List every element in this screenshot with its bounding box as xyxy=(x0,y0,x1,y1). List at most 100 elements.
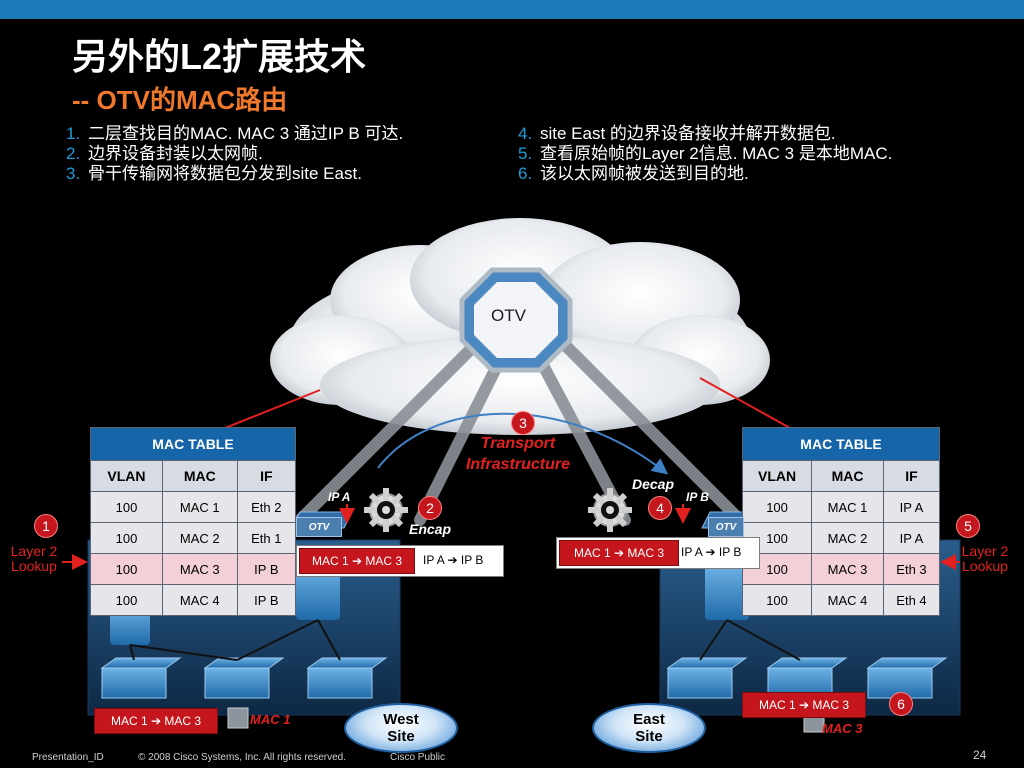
west-site-badge: West Site xyxy=(344,703,458,753)
decap-label: Decap xyxy=(632,476,675,492)
step-badge-1: 1 xyxy=(34,514,58,538)
cell: MAC 1 xyxy=(161,491,238,523)
encap-gear-icon xyxy=(364,488,408,532)
col-if: IF xyxy=(882,460,941,492)
host-server-icon xyxy=(227,707,825,733)
mac-table-title: MAC TABLE xyxy=(742,427,940,461)
step-item: 5. 查看原始帧的Layer 2信息. MAC 3 是本地MAC. xyxy=(518,144,958,164)
step-number: 2. xyxy=(66,144,81,163)
step-text: 边界设备封装以太网帧. xyxy=(88,144,263,163)
west-site-label: West Site xyxy=(383,711,419,745)
mac-table-title: MAC TABLE xyxy=(90,427,296,461)
otv-tunnels xyxy=(294,329,746,526)
step-badge-5: 5 xyxy=(956,514,980,538)
cell: 100 xyxy=(741,491,813,523)
outer-header-label: IP A ➔ IP B xyxy=(423,553,484,567)
step-text: site East 的边界设备接收并解开数据包. xyxy=(540,124,836,143)
core-red-links xyxy=(219,377,791,431)
step-item: 3. 骨干传输网将数据包分发到site East. xyxy=(66,164,466,184)
step-badge-2: 2 xyxy=(418,496,442,520)
cell: IP B xyxy=(236,553,297,585)
transport-arrow xyxy=(377,412,669,475)
step-badge-4: 4 xyxy=(648,496,672,520)
cell: MAC 2 xyxy=(811,522,884,554)
page-number: 24 xyxy=(973,748,987,762)
cell: 100 xyxy=(90,553,163,585)
otv-hub-icon xyxy=(459,267,573,373)
col-mac: MAC xyxy=(811,460,884,492)
step-item: 2. 边界设备封装以太网帧. xyxy=(66,144,466,164)
cell: 100 xyxy=(90,522,163,554)
decap-gear-icon xyxy=(588,488,632,532)
cell: Eth 3 xyxy=(882,553,941,585)
cloud-label: OTV xyxy=(491,306,526,325)
step-item: 6. 该以太网帧被发送到目的地. xyxy=(518,164,958,184)
step-text: 骨干传输网将数据包分发到site East. xyxy=(88,164,362,183)
cell: Eth 1 xyxy=(236,522,297,554)
mac3-host-label: MAC 3 xyxy=(822,721,863,736)
transport-cloud xyxy=(270,218,770,435)
col-mac: MAC xyxy=(161,460,238,492)
col-vlan: VLAN xyxy=(741,460,813,492)
cell: 100 xyxy=(90,491,163,523)
transport-label: Transport Infrastructure xyxy=(465,435,571,473)
step-text: 二层查找目的MAC. MAC 3 通过IP B 可达. xyxy=(88,124,404,143)
inner-frame-label: MAC 1 ➔ MAC 3 xyxy=(299,548,415,574)
step-text: 查看原始帧的Layer 2信息. MAC 3 是本地MAC. xyxy=(540,144,893,163)
cell: MAC 2 xyxy=(161,522,238,554)
step-item: 1. 二层查找目的MAC. MAC 3 通过IP B 可达. xyxy=(66,124,466,144)
cell: MAC 3 xyxy=(811,553,884,585)
step-number: 3. xyxy=(66,164,81,183)
cell: Eth 2 xyxy=(236,491,297,523)
cell: IP A xyxy=(882,522,941,554)
cell: MAC 1 xyxy=(811,491,884,523)
steps-left: 1. 二层查找目的MAC. MAC 3 通过IP B 可达. 2. 边界设备封装以太… xyxy=(66,124,466,184)
slide-subtitle: -- OTV的MAC路由 xyxy=(72,85,288,115)
cell: IP B xyxy=(236,584,297,616)
step-text: 该以太网帧被发送到目的地. xyxy=(540,164,749,183)
cell: IP A xyxy=(882,491,941,523)
otv-tag-east: OTV xyxy=(708,517,744,537)
footer-copyright: © 2008 Cisco Systems, Inc. All rights re… xyxy=(138,752,347,763)
step-number: 1. xyxy=(66,124,81,143)
top-accent-bar xyxy=(0,0,1024,19)
cell: 100 xyxy=(741,584,813,616)
east-site-badge: East Site xyxy=(592,703,706,753)
cell: Eth 4 xyxy=(882,584,941,616)
frame-at-west-host: MAC 1 ➔ MAC 3 xyxy=(94,708,218,734)
cell: MAC 4 xyxy=(811,584,884,616)
col-vlan: VLAN xyxy=(90,460,163,492)
cell: MAC 4 xyxy=(161,584,238,616)
otv-tag-west: OTV xyxy=(296,517,342,537)
encap-frame-east: MAC 1 ➔ MAC 3 IP A ➔ IP B xyxy=(556,537,760,569)
outer-header-label: IP A ➔ IP B xyxy=(681,545,742,559)
east-site-label: East Site xyxy=(633,711,665,745)
step-number: 4. xyxy=(518,124,533,143)
inner-frame-label: MAC 1 ➔ MAC 3 xyxy=(559,540,679,566)
encap-frame-west: MAC 1 ➔ MAC 3 IP A ➔ IP B xyxy=(296,545,504,577)
encap-label: Encap xyxy=(409,521,452,537)
step-number: 6. xyxy=(518,164,533,183)
slide-title: 另外的L2扩展技术 xyxy=(72,36,367,77)
footer-presentation-id: Presentation_ID xyxy=(32,752,104,763)
cell: 100 xyxy=(741,553,813,585)
mac1-host-label: MAC 1 xyxy=(250,712,291,727)
layer2-lookup-west: Layer 2 Lookup xyxy=(10,543,58,574)
steps-right: 4. site East 的边界设备接收并解开数据包. 5. 查看原始帧的Layer… xyxy=(518,124,958,184)
step-number: 5. xyxy=(518,144,533,163)
cell: 100 xyxy=(90,584,163,616)
layer2-lookup-east: Layer 2 Lookup xyxy=(961,543,1009,574)
ip-b-label: IP B xyxy=(686,490,709,504)
ip-a-label: IP A xyxy=(328,490,351,504)
